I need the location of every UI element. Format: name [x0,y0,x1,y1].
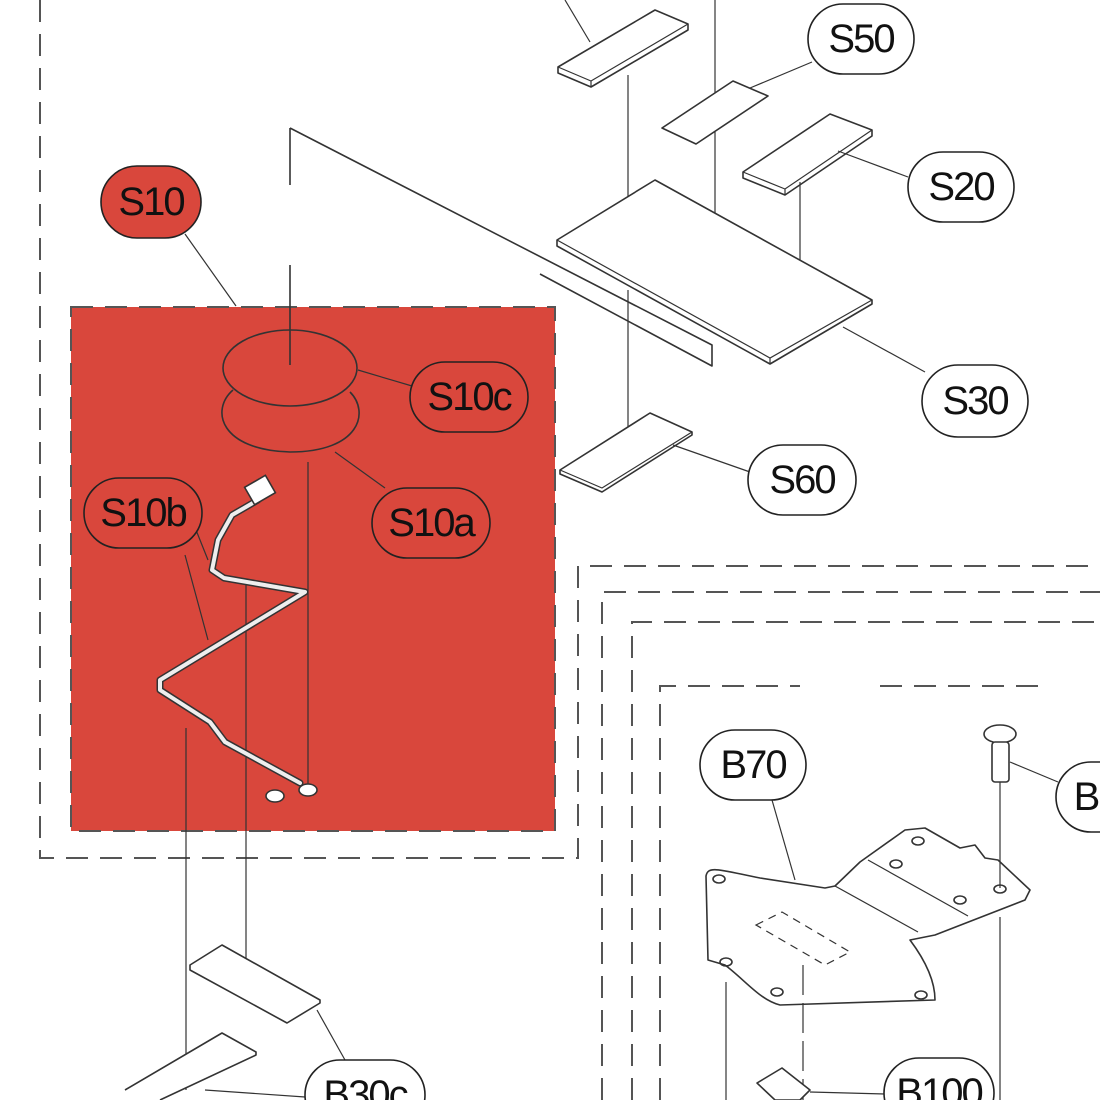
svg-text:B70: B70 [720,743,786,787]
callout-s10b[interactable]: S10b [83,477,203,549]
part-b30c-lower[interactable] [124,1032,306,1100]
svg-text:S10: S10 [118,180,184,224]
callout-s10c[interactable]: S10c [409,361,529,433]
callout-s50[interactable]: S50 [807,3,915,75]
part-b70-bracket[interactable] [705,799,1031,1006]
part-s30-plate[interactable] [556,179,926,373]
part-s10a-disc[interactable] [221,389,386,489]
callout-s20[interactable]: S20 [907,151,1015,223]
group-boundary-s [39,0,1100,859]
part-s50[interactable] [661,61,813,145]
svg-text:S10a: S10a [388,501,476,545]
svg-text:S30: S30 [942,379,1008,423]
svg-text:S20: S20 [928,165,994,209]
group-boundary-b [601,591,1100,1100]
svg-text:B: B [1074,775,1099,819]
callout-s30[interactable]: S30 [921,364,1029,438]
part-b30c-upper[interactable] [189,944,346,1061]
svg-text:B30c: B30c [323,1073,407,1100]
part-s20[interactable] [742,113,909,196]
callout-b70[interactable]: B70 [699,729,807,801]
svg-text:B100: B100 [896,1071,982,1100]
part-b100-lower[interactable] [756,1067,886,1100]
callout-b100[interactable]: B100 [883,1057,995,1100]
part-s60[interactable] [559,412,751,493]
callout-b30c[interactable]: B30c [304,1059,426,1100]
part-screw[interactable] [983,724,1059,888]
part-cover-sheet[interactable] [289,127,713,367]
callout-s10[interactable]: S10 [100,165,237,307]
callout-b-partial[interactable]: B [1055,761,1100,833]
callout-s60[interactable]: S60 [747,444,857,516]
svg-text:S50: S50 [828,17,894,61]
part-s10b-cable[interactable] [156,474,318,803]
svg-text:S10b: S10b [100,491,186,535]
svg-text:S10c: S10c [427,375,511,419]
part-s10c-disc[interactable] [222,329,413,407]
part-top-left-bar[interactable] [557,0,689,88]
callout-s10a[interactable]: S10a [371,487,491,559]
svg-text:S60: S60 [769,458,835,502]
